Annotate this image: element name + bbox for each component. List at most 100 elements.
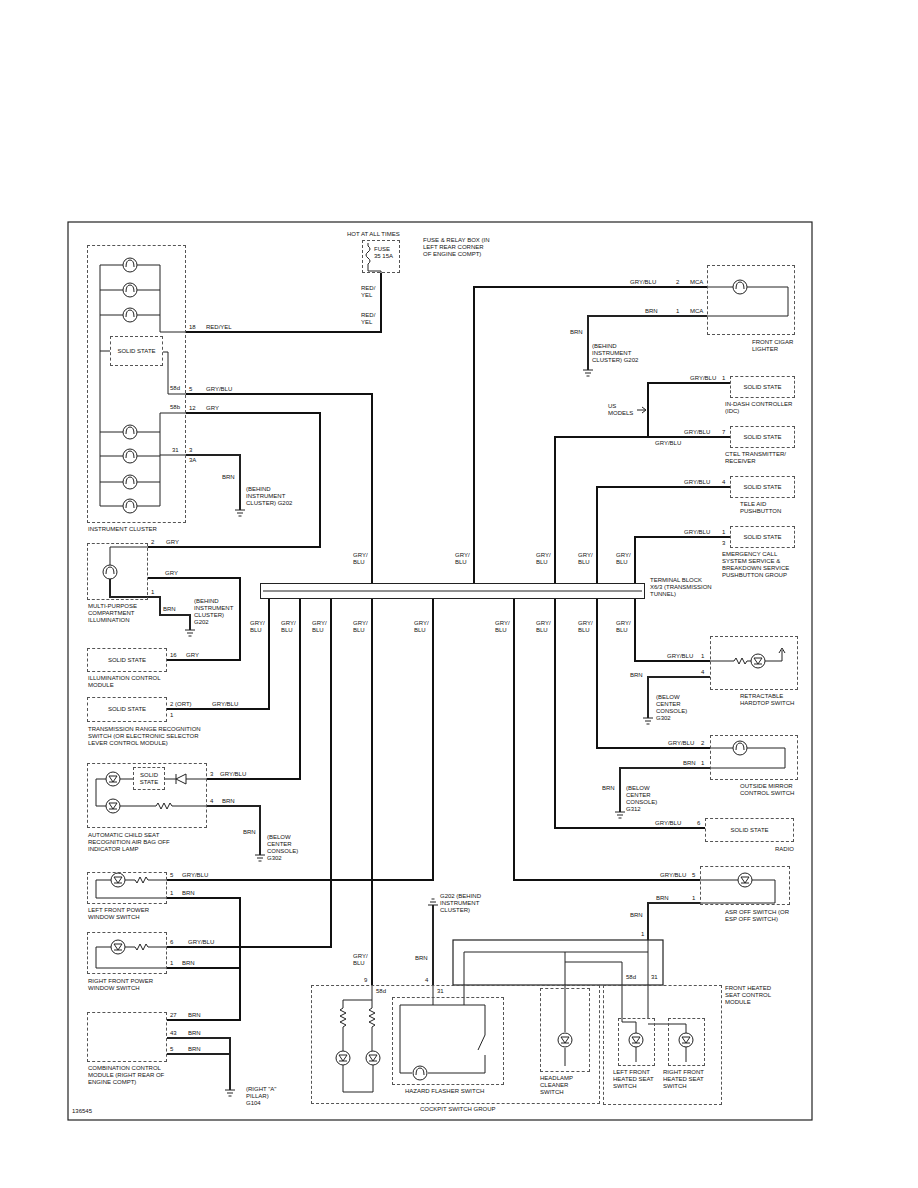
wire [148, 413, 320, 547]
annotation-label: GRY/ BLU [353, 620, 371, 634]
lamp-symbol [413, 1066, 427, 1080]
wire-color-label: GRY/BLU [212, 701, 238, 708]
lamp-symbol [123, 425, 137, 439]
component-box: LEFT FRONT POWER WINDOW SWITCH [87, 872, 167, 904]
component-box: COCKPIT SWITCH GROUPHAZARD FLASHER SWITC… [311, 985, 600, 1104]
led-symbol [558, 1033, 572, 1047]
annotation-label: GRY/ BLU [616, 552, 634, 566]
annotation-label: BRN [188, 1012, 201, 1019]
annotation-label: GRY/ BLU [281, 620, 299, 634]
annotation-label: GRY/ BLU [495, 620, 513, 634]
annotation-label: (RIGHT "A" PILLAR) G104 [246, 1086, 282, 1107]
lamp-symbol [123, 283, 137, 297]
internal-wiring [707, 287, 788, 316]
internal-wiring [637, 407, 646, 413]
led-symbol [679, 1033, 693, 1047]
component-label: INSTRUMENT CLUSTER [88, 526, 157, 533]
annotation-label: 1 [170, 960, 173, 967]
ground-wire [186, 455, 240, 510]
annotation-label: 1 [151, 589, 154, 596]
annotation-label: (BELOW CENTER CONSOLE) G302 [656, 694, 698, 722]
annotation-label: BRN [602, 785, 615, 792]
annotation-label: (BEHIND INSTRUMENT CLUSTER) G202 [194, 598, 236, 626]
internal-wiring [96, 265, 788, 1092]
annotation-label: 2 [701, 740, 704, 747]
wire [597, 599, 710, 748]
annotation-label: GRY/ BLU [250, 620, 268, 634]
internal-wiring [340, 985, 375, 1092]
component-box: SOLID STATEEMERGENCY CALL SYSTEM SERVICE… [730, 526, 795, 548]
ground-symbol [255, 855, 265, 861]
component-label: ILLUMINATION CONTROL MODULE [88, 675, 173, 689]
ground-symbol [185, 370, 653, 1096]
annotation-label: GRY/ BLU [616, 620, 634, 634]
module-text: SOLID STATE [113, 348, 160, 355]
component-label: FRONT HEATED SEAT CONTROL MODULE [725, 985, 785, 1006]
wire [474, 287, 707, 583]
annotation-label: 136545 [72, 1108, 92, 1115]
annotation-label: 16 [170, 652, 177, 659]
component-label: HAZARD FLASHER SWITCH [405, 1088, 484, 1095]
annotation-label: 1 [722, 529, 725, 536]
component-box: RIGHT FRONT POWER WINDOW SWITCH [87, 932, 167, 974]
led-symbol [106, 654, 765, 1065]
annotation-label: 1 [676, 308, 679, 315]
component-label: ASR OFF SWITCH (OR ESP OFF SWITCH) [725, 909, 795, 923]
annotation-label: 3 [210, 771, 213, 778]
annotation-label: 1 [170, 890, 173, 897]
module-text: SOLID STATE [733, 484, 792, 491]
led-symbol [738, 873, 752, 887]
annotation-label: MCA [690, 279, 703, 286]
annotation-label: (BEHIND INSTRUMENT CLUSTER) G202 [592, 343, 642, 364]
component-box: RIGHT FRONT HEATED SEAT SWITCH [668, 1018, 705, 1066]
component-box: RETRACTABLE HARDTOP SWITCH [710, 636, 798, 690]
page-frame [68, 222, 812, 1120]
wire-color-label: GRY/BLU [206, 386, 232, 393]
component-box: ASR OFF SWITCH (OR ESP OFF SWITCH) [700, 866, 790, 905]
wire-color-label: GRY/BLU [220, 771, 246, 778]
ground-symbol [225, 1090, 235, 1096]
wire-color-label: GRY/BLU [188, 939, 214, 946]
annotation-label: 5 [170, 872, 173, 879]
wire-color-label: GRY/BLU [655, 820, 681, 827]
annotation-label: BRN [570, 329, 583, 336]
component-box: SOLID STATEIN-DASH CONTROLLER (IDC) [730, 376, 795, 398]
wire-color-label: GRY/BLU [684, 479, 710, 486]
component-box: SOLID STATE [110, 336, 163, 366]
annotation-label: (BEHIND INSTRUMENT CLUSTER) G202 [246, 486, 296, 507]
annotation-label: 27 [170, 1012, 177, 1019]
annotation-label: BRN [188, 1030, 201, 1037]
ground-symbol [235, 510, 245, 516]
annotation-label: 3A [189, 457, 196, 464]
annotation-label: BRN [188, 1046, 201, 1053]
annotation-label: 6 [170, 939, 173, 946]
component-label: CTEL TRANSMITTER/ RECEIVER [725, 451, 800, 465]
component-box: SOLID STATECTEL TRANSMITTER/ RECEIVER [730, 426, 795, 448]
led-symbol [106, 799, 120, 813]
annotation-label: 9 [364, 977, 367, 984]
wire-color-label: BRN [182, 960, 195, 967]
module-text: SOLID STATE [136, 772, 162, 786]
component-box: SOLID STATETRANSMISSION RANGE RECOGNITIO… [87, 697, 167, 722]
component-box: HAZARD FLASHER SWITCH [392, 997, 504, 1085]
wire-color-label: GRY/BLU [684, 429, 710, 436]
annotation-label: GRY/ BLU [455, 552, 473, 566]
ground-wire [207, 806, 260, 855]
ground-wire [620, 768, 710, 812]
annotation-label: BRN [645, 308, 658, 315]
wire [555, 437, 730, 583]
annotation-label: 6 [697, 820, 700, 827]
annotation-label: 31 [172, 447, 179, 454]
led-symbol [629, 1033, 643, 1047]
annotation-label: 1 [701, 653, 704, 660]
lamp-symbol [733, 280, 747, 294]
annotation-label: 58b [170, 404, 180, 411]
component-box: OUTSIDE MIRROR CONTROL SWITCH [710, 735, 798, 780]
annotation-label: GRY/ BLU [312, 620, 330, 634]
annotation-label: BRN [222, 798, 235, 805]
component-box: AUTOMATIC CHILD SEAT RECOGNITION AIR BAG… [87, 763, 207, 828]
annotation-label: BRN [222, 474, 235, 481]
annotation-label: (BELOW CENTER CONSOLE) G302 [267, 834, 309, 862]
annotation-label: 58d [376, 988, 386, 995]
wire-color-label: BRN [182, 890, 195, 897]
